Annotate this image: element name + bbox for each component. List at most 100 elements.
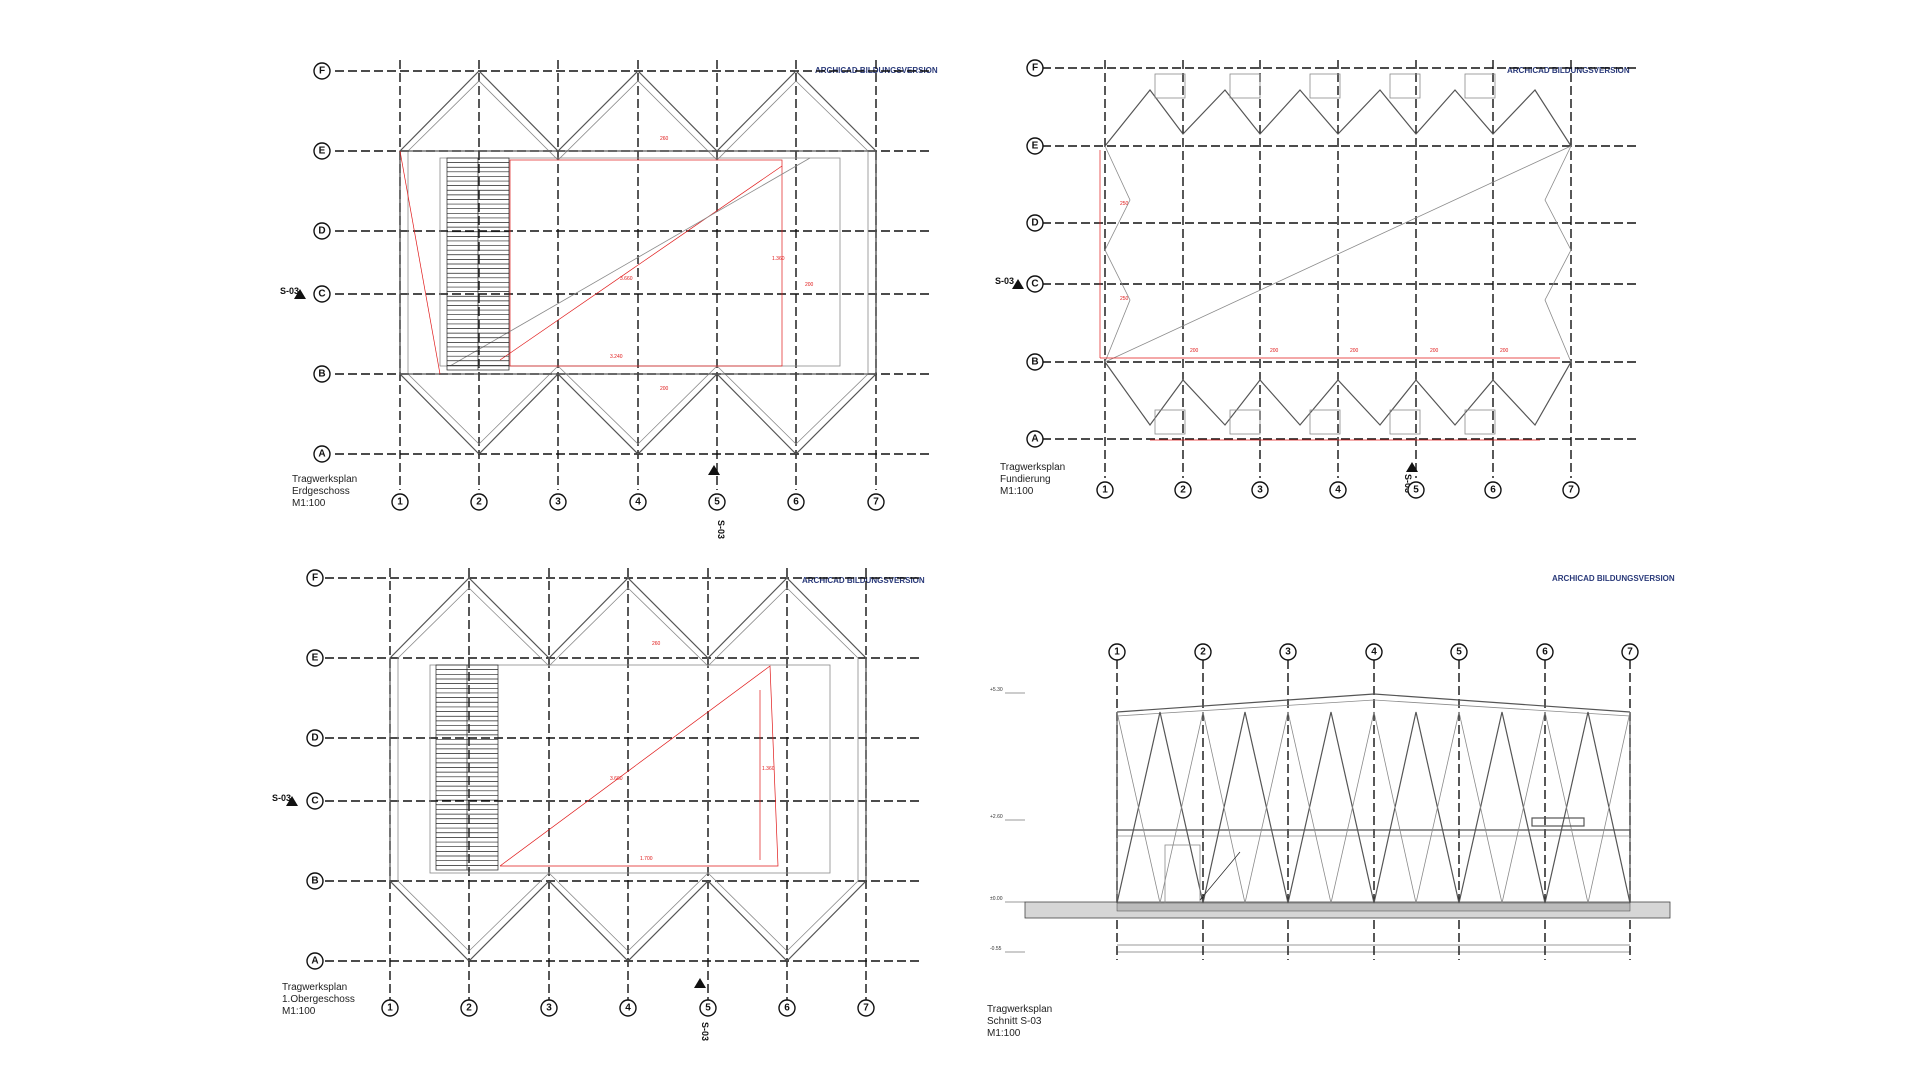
svg-text:3.660: 3.660 [620,276,633,282]
svg-text:250: 250 [1120,201,1129,207]
svg-text:250: 250 [1120,296,1129,302]
grid-column-3-label: 3 [1285,647,1291,658]
grid-column-2-label: 2 [1180,485,1186,496]
grid-row-E-label: E [1032,141,1039,152]
watermark: ARCHICAD BILDUNGSVERSION [802,576,925,585]
level-markers: +5.30 +2.60 ±0.00 -0.55 [990,687,1025,953]
svg-text:-0.55: -0.55 [990,946,1002,952]
grid-row-E-bubble [306,649,324,667]
grid-column-1-bubble [1096,481,1114,499]
grid-column-1-bubble [391,493,409,511]
svg-text:Tragwerksplan: Tragwerksplan [1000,462,1065,473]
svg-text:260: 260 [652,641,661,647]
grid-column-1-bubble [381,999,399,1017]
svg-text:260: 260 [660,136,669,142]
grid-row-F-label: F [312,573,318,584]
grid-row-C-bubble [1026,275,1044,293]
grid-column-6-bubble [787,493,805,511]
section-marker-left: S-03 [272,793,298,806]
svg-text:3.240: 3.240 [610,354,623,360]
grid-column-4-bubble [629,493,647,511]
svg-text:1.700: 1.700 [640,856,653,862]
grid-columns [1104,60,1572,478]
grid-column-6-label: 6 [793,497,799,508]
grid-column-1-bubble [1108,643,1126,661]
grid-column-4-label: 4 [1371,647,1377,658]
grid-row-A-bubble [306,952,324,970]
plan-erdgeschoss: ARCHICAD BILDUNGSVERSION [280,60,938,539]
grid-column-5-bubble [699,999,717,1017]
svg-text:Tragwerksplan: Tragwerksplan [292,474,357,485]
grid-row-C-bubble [313,285,331,303]
svg-text:S-03: S-03 [700,1022,710,1041]
svg-text:S-03: S-03 [1403,474,1413,493]
section-schnitt: ARCHICAD BILDUNGSVERSION [987,574,1675,1039]
grid-column-1-label: 1 [387,1003,393,1014]
grid-row-A-label: A [311,956,318,967]
svg-text:S-03: S-03 [716,520,726,539]
grid-column-6-label: 6 [784,1003,790,1014]
svg-text:Erdgeschoss: Erdgeschoss [292,486,350,497]
grid-row-E-label: E [312,653,319,664]
svg-text:±0.00: ±0.00 [990,896,1003,902]
grid-column-2-bubble [1194,643,1212,661]
grid-row-B-label: B [1031,357,1038,368]
grid-row-E-label: E [319,146,326,157]
grid-column-6-bubble [1484,481,1502,499]
svg-text:Fundierung: Fundierung [1000,474,1051,485]
grid-row-D-bubble [313,222,331,240]
grid-column-7-label: 7 [1627,647,1633,658]
grid-row-F-bubble [1026,59,1044,77]
svg-text:M1:100: M1:100 [1000,486,1034,497]
svg-text:M1:100: M1:100 [987,1028,1021,1039]
grid-column-2-bubble [1174,481,1192,499]
grid-row-F-label: F [319,66,325,77]
grid-row-A-label: A [318,449,325,460]
svg-text:200: 200 [1430,348,1439,354]
grid-row-D-label: D [1031,218,1038,229]
svg-text:3.660: 3.660 [610,776,623,782]
section-marker-bottom: S-03 [1403,462,1418,493]
grid-row-B-label: B [318,369,325,380]
grid-column-5-bubble [1450,643,1468,661]
red-annotations: 250 250 200 200 200 200 200 [1099,150,1560,441]
section-structure [1024,693,1671,953]
grid-column-3-bubble [1279,643,1297,661]
svg-text:Schnitt S-03: Schnitt S-03 [987,1016,1042,1027]
grid-row-F-bubble [306,569,324,587]
svg-text:1.Obergeschoss: 1.Obergeschoss [282,994,355,1005]
grid-row-B-label: B [311,876,318,887]
grid-column-5-label: 5 [705,1003,711,1014]
grid-row-B-bubble [306,872,324,890]
svg-text:S-03: S-03 [280,286,299,296]
svg-text:S-03: S-03 [995,276,1014,286]
grid-row-B-bubble [1026,353,1044,371]
grid-column-7-bubble [1562,481,1580,499]
grid-row-D-bubble [306,729,324,747]
svg-text:1.360: 1.360 [762,766,775,772]
grid-row-D-bubble [1026,214,1044,232]
grid-column-7-bubble [1621,643,1639,661]
svg-text:200: 200 [1500,348,1509,354]
plan-title: Tragwerksplan 1.Obergeschoss M1:100 [282,982,355,1017]
section-marker-left: S-03 [995,276,1024,289]
grid-row-C-label: C [318,289,325,300]
grid-column-6-bubble [778,999,796,1017]
plan-obergeschoss: ARCHICAD BILDUNGSVERSION 1.700 3.66 [272,568,925,1041]
grid-column-5-label: 5 [714,497,720,508]
grid-rows [335,70,930,455]
plan-title: Tragwerksplan Erdgeschoss M1:100 [292,474,357,509]
svg-text:1.360: 1.360 [772,256,785,262]
svg-text:M1:100: M1:100 [292,498,326,509]
grid-column-6-label: 6 [1490,485,1496,496]
stair-block [446,157,510,371]
grid-row-A-bubble [313,445,331,463]
grid-column-3-bubble [549,493,567,511]
structure-outline [399,70,877,455]
svg-text:200: 200 [1190,348,1199,354]
plan-title: Tragwerksplan Schnitt S-03 M1:100 [987,1004,1052,1039]
svg-text:200: 200 [1270,348,1279,354]
grid-column-4-bubble [619,999,637,1017]
